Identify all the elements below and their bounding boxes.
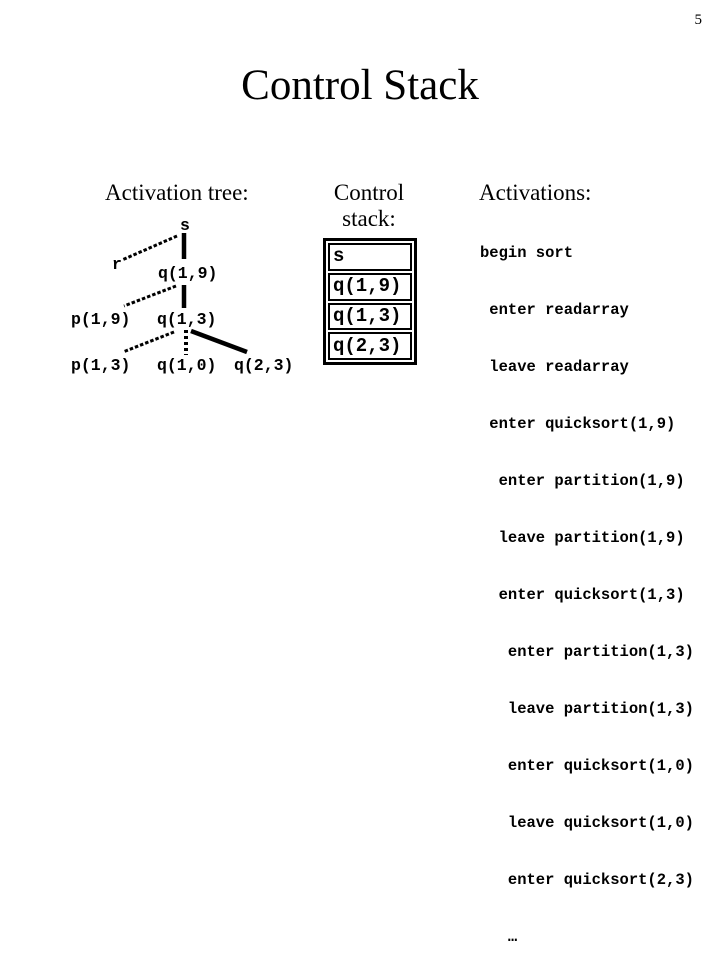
activation-line: enter quicksort(1,0) xyxy=(480,757,694,775)
tree-edge-q13-p13 xyxy=(122,330,175,354)
tree-edge-s-r xyxy=(121,234,178,262)
activations-listing: begin sort enter readarray leave readarr… xyxy=(480,206,694,966)
stack-cell: q(2,3) xyxy=(328,332,412,360)
tree-node-s: s xyxy=(180,216,190,235)
tree-node-p19: p(1,9) xyxy=(71,310,131,329)
control-stack-box: s q(1,9) q(1,3) q(2,3) xyxy=(323,238,417,365)
activation-line: begin sort xyxy=(480,244,574,262)
tree-node-p13: p(1,3) xyxy=(71,356,131,375)
tree-node-q13: q(1,3) xyxy=(157,310,217,329)
tree-node-q10: q(1,0) xyxy=(157,356,217,375)
tree-edge-q19-p19 xyxy=(123,284,177,308)
activation-tree-heading: Activation tree: xyxy=(105,180,249,205)
stack-cell: s xyxy=(328,243,412,271)
activations-heading: Activations: xyxy=(479,180,592,205)
activation-line: enter readarray xyxy=(480,301,629,319)
activation-line: leave partition(1,3) xyxy=(480,700,694,718)
activation-line: … xyxy=(480,928,518,946)
tree-node-q23: q(2,3) xyxy=(234,356,294,375)
activation-line: enter quicksort(2,3) xyxy=(480,871,694,889)
control-stack-heading: Control stack: xyxy=(333,180,405,231)
tree-edge-q13-q23 xyxy=(190,328,248,355)
tree-node-q19: q(1,9) xyxy=(158,264,218,283)
activation-line: enter partition(1,9) xyxy=(480,472,685,490)
activation-line: enter quicksort(1,9) xyxy=(480,415,676,433)
tree-node-r: r xyxy=(112,255,122,274)
page-number: 5 xyxy=(694,12,703,28)
activation-line: enter partition(1,3) xyxy=(480,643,694,661)
stack-cell: q(1,9) xyxy=(328,272,412,301)
activation-line: leave quicksort(1,0) xyxy=(480,814,694,832)
activation-line: leave readarray xyxy=(480,358,629,376)
activation-line: enter quicksort(1,3) xyxy=(480,586,685,604)
stack-cell: q(1,3) xyxy=(328,302,412,331)
slide-title: Control Stack xyxy=(241,62,479,109)
activation-line: leave partition(1,9) xyxy=(480,529,685,547)
